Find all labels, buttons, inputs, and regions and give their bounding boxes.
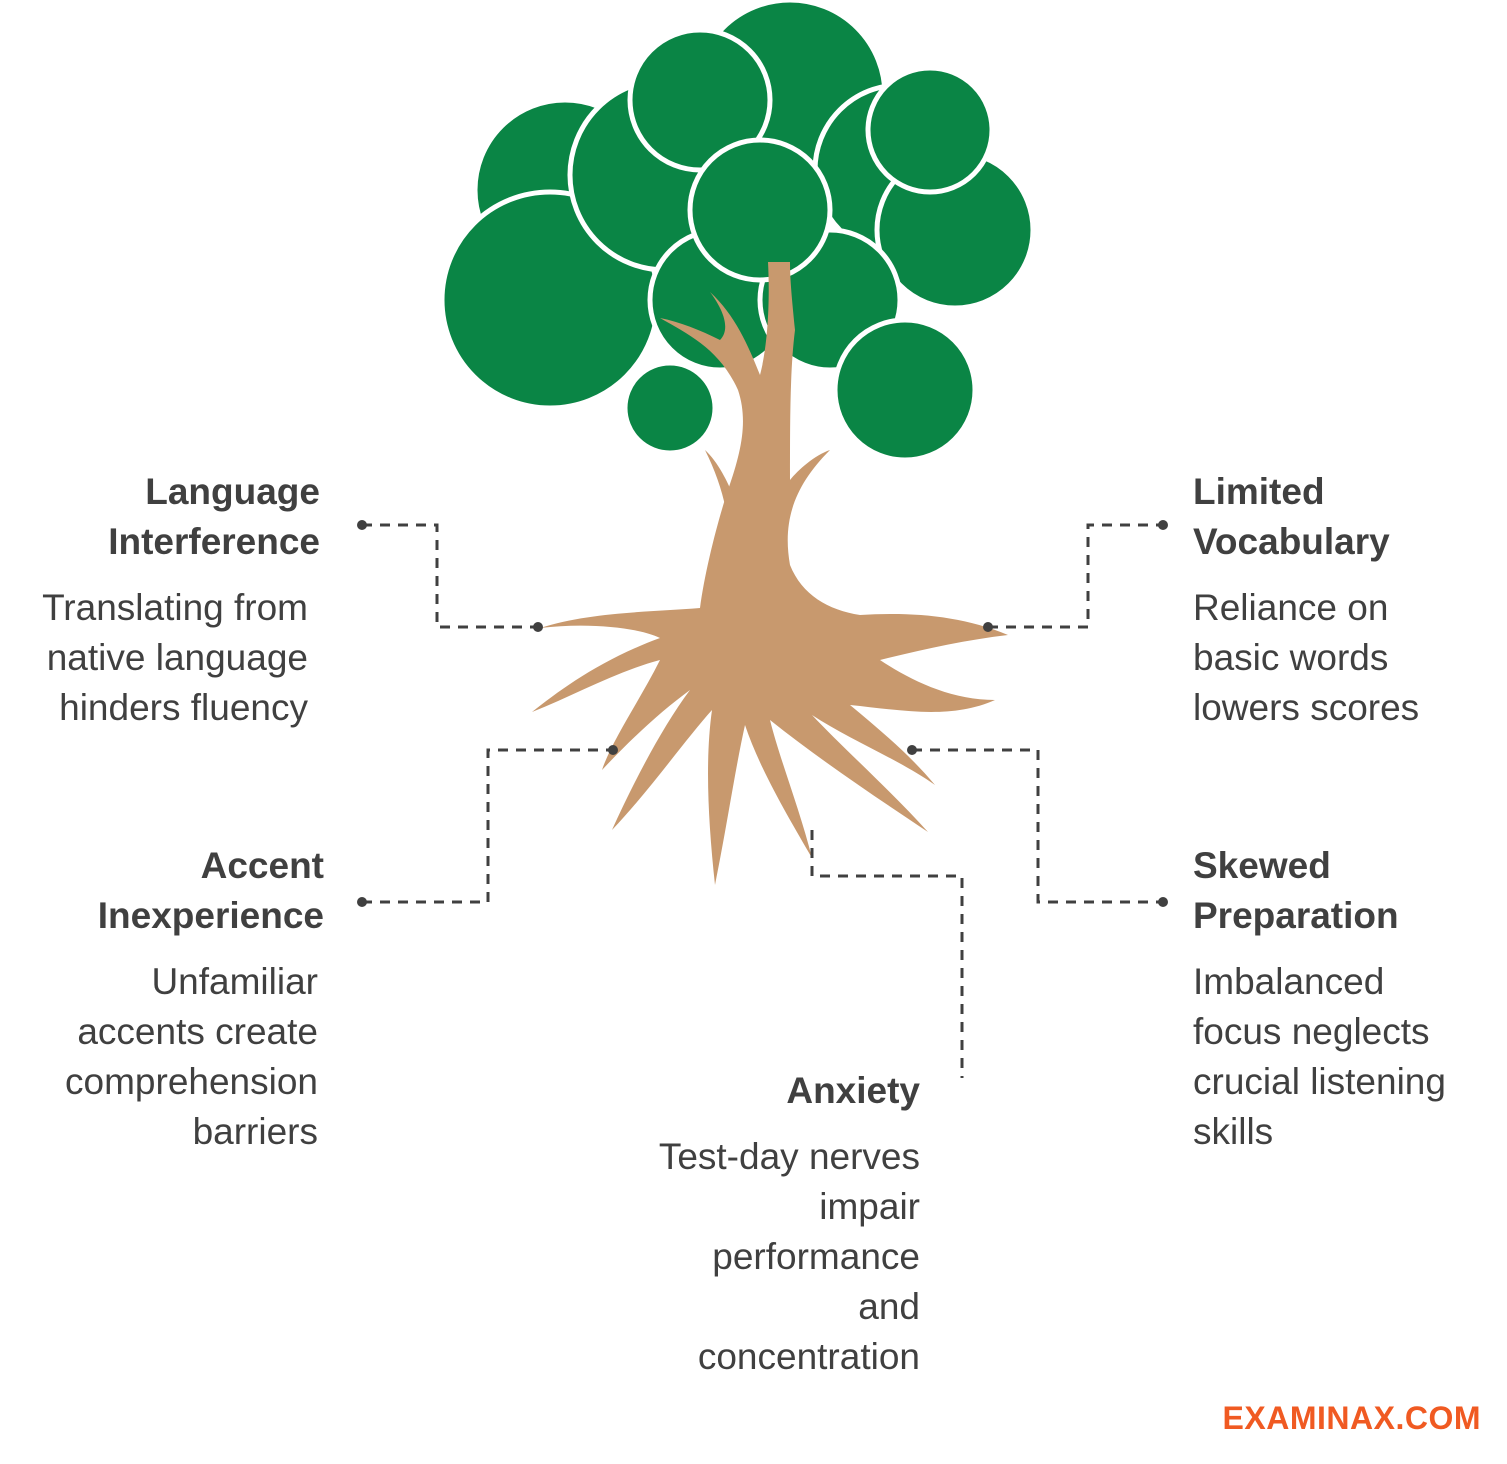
tree-illustration-icon bbox=[439, 0, 1036, 885]
item-title: Anxiety bbox=[786, 1070, 920, 1111]
tree-branch-left bbox=[705, 450, 735, 510]
connector-anxiety bbox=[810, 830, 964, 1078]
item-title: Accent Inexperience bbox=[97, 845, 324, 936]
item-description: Translating from native language hinders… bbox=[42, 587, 308, 728]
connector-accent-inexperience bbox=[362, 748, 613, 904]
tree-trunk-and-roots bbox=[532, 262, 1008, 885]
item-description: Imbalanced focus neglects crucial listen… bbox=[1193, 961, 1446, 1152]
item-skewed-preparation: Skewed Preparation Imbalanced focus negl… bbox=[1193, 841, 1493, 1157]
connector-dot bbox=[1158, 897, 1168, 907]
connector-dot bbox=[983, 622, 993, 632]
item-accent-inexperience: Accent Inexperience Unfamiliar accents c… bbox=[0, 841, 324, 1157]
item-description: Reliance on basic words lowers scores bbox=[1193, 587, 1420, 728]
item-description: Test-day nerves impair performance and c… bbox=[658, 1136, 920, 1377]
item-limited-vocabulary: Limited Vocabulary Reliance on basic wor… bbox=[1193, 467, 1493, 733]
connector-language-interference bbox=[362, 523, 538, 629]
item-title: Skewed Preparation bbox=[1193, 845, 1399, 936]
connector-dot bbox=[1158, 520, 1168, 530]
connector-dot bbox=[608, 745, 618, 755]
connector-dot bbox=[357, 897, 367, 907]
connector-dot bbox=[533, 622, 543, 632]
connector-lines bbox=[362, 523, 1163, 1078]
item-language-interference: Language Interference Translating from n… bbox=[0, 467, 320, 733]
item-title: Limited Vocabulary bbox=[1193, 471, 1390, 562]
connector-skewed-preparation bbox=[912, 748, 1163, 904]
brand-watermark: EXAMINAX.COM bbox=[1222, 1400, 1481, 1436]
item-title: Language Interference bbox=[108, 471, 320, 562]
connector-dot bbox=[357, 520, 367, 530]
tree-foliage bbox=[439, 0, 1036, 463]
connector-limited-vocabulary bbox=[988, 523, 1163, 629]
item-description: Unfamiliar accents create comprehension … bbox=[65, 961, 318, 1152]
connector-dots bbox=[357, 520, 1168, 907]
item-anxiety: Anxiety Test-day nerves impair performan… bbox=[590, 1066, 920, 1382]
connector-dot bbox=[907, 745, 917, 755]
